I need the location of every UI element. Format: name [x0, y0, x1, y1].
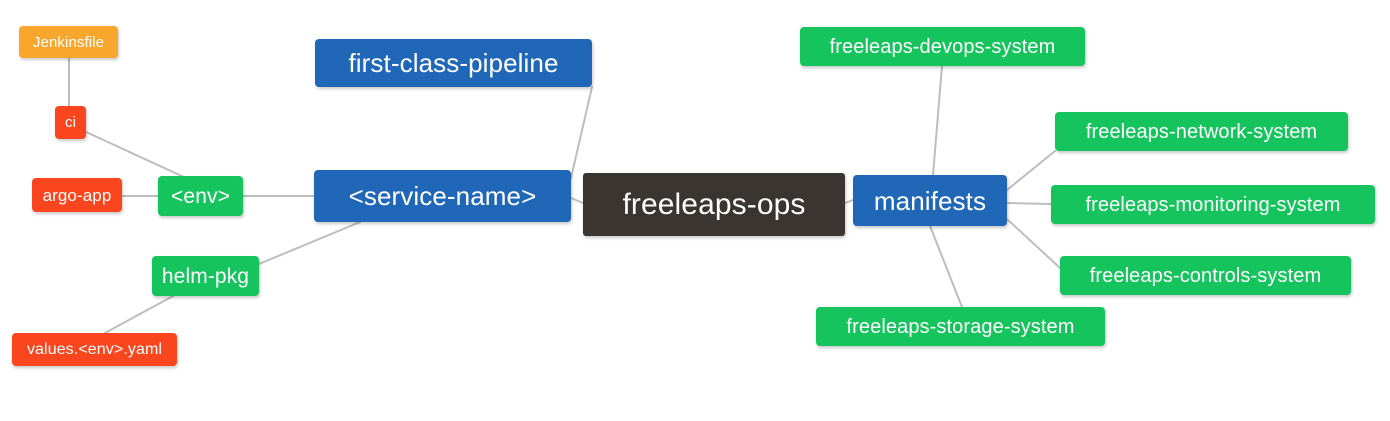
edge-manifests-to-freeleaps-monitoring-system: [1006, 202, 1052, 205]
edge-env-to-ci: [85, 131, 187, 179]
node-freeleaps-storage-system[interactable]: freeleaps-storage-system: [816, 307, 1105, 346]
node-service-name[interactable]: <service-name>: [314, 170, 571, 222]
node-freeleaps-network-system[interactable]: freeleaps-network-system: [1055, 112, 1348, 151]
node-jenkinsfile[interactable]: Jenkinsfile: [19, 26, 118, 58]
node-values-yaml[interactable]: values.<env>.yaml: [12, 333, 177, 366]
node-first-class-pipeline[interactable]: first-class-pipeline: [315, 39, 592, 87]
node-manifests[interactable]: manifests: [853, 175, 1007, 226]
node-freeleaps-monitoring-system[interactable]: freeleaps-monitoring-system: [1051, 185, 1375, 224]
edge-manifests-to-freeleaps-controls-system: [1006, 218, 1061, 269]
edge-manifests-to-freeleaps-storage-system: [929, 225, 963, 308]
edge-root-to-manifests: [844, 199, 854, 204]
node-freeleaps-controls-system[interactable]: freeleaps-controls-system: [1060, 256, 1351, 295]
edge-manifests-to-freeleaps-devops-system: [932, 65, 943, 176]
node-argo-app[interactable]: argo-app: [32, 178, 122, 212]
edge-root-to-service-name: [570, 197, 584, 204]
edge-helm-pkg-to-values-yaml: [104, 295, 174, 334]
node-env[interactable]: <env>: [158, 176, 243, 216]
node-helm-pkg[interactable]: helm-pkg: [152, 256, 259, 296]
node-ci[interactable]: ci: [55, 106, 86, 139]
edge-service-name-to-first-class-pipeline: [570, 86, 593, 179]
edge-manifests-to-freeleaps-network-system: [1006, 150, 1056, 191]
edge-service-name-to-helm-pkg: [258, 221, 361, 265]
node-root[interactable]: freeleaps-ops: [583, 173, 845, 236]
node-freeleaps-devops-system[interactable]: freeleaps-devops-system: [800, 27, 1085, 66]
